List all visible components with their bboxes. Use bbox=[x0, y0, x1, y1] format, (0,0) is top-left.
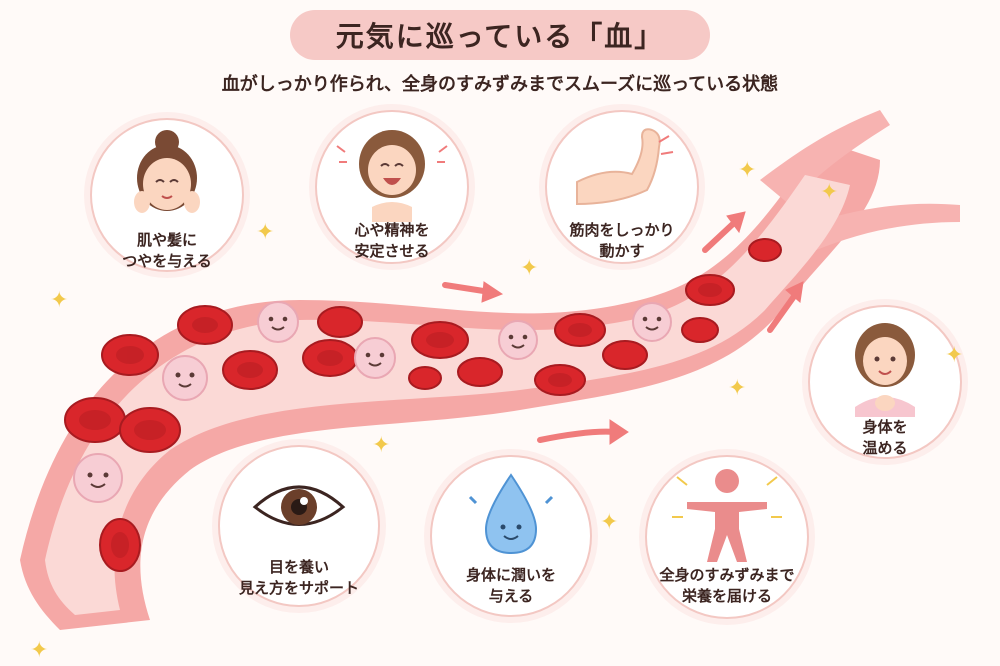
card-label-line1: 身体に潤いを bbox=[465, 566, 556, 584]
card-label-line2: 見え方をサポート bbox=[238, 579, 359, 597]
page-title: 元気に巡っている「血」 bbox=[290, 10, 710, 60]
vessel-lumen bbox=[45, 175, 850, 615]
flow-arrows bbox=[442, 211, 804, 445]
warm-woman-icon bbox=[855, 323, 915, 417]
vessel-branch-right bbox=[790, 203, 960, 255]
sparkle-icon: ✦ bbox=[728, 376, 747, 401]
sparkle-icon: ✦ bbox=[256, 220, 275, 245]
card-label-line2: 温める bbox=[862, 439, 908, 457]
card-skin-hair: 肌や髪に つやを与える bbox=[90, 118, 244, 272]
card-label-line2: 栄養を届ける bbox=[681, 587, 772, 605]
sparkle-icon: ✦ bbox=[945, 343, 964, 368]
card-mind: 心や精神を 安定させる bbox=[315, 110, 469, 264]
sparkle-icon: ✦ bbox=[738, 158, 757, 183]
water-drop-icon bbox=[468, 473, 554, 555]
smiling-woman-icon bbox=[134, 130, 200, 213]
card-label-line2: 与える bbox=[488, 587, 534, 605]
arrow-right-icon bbox=[442, 282, 493, 295]
red-cell bbox=[457, 357, 503, 387]
white-cell bbox=[632, 302, 672, 342]
red-cell bbox=[408, 366, 442, 390]
red-cell bbox=[748, 238, 782, 262]
sparkle-icon: ✦ bbox=[520, 256, 539, 281]
arrow-up-right-icon bbox=[702, 219, 738, 253]
card-label-line1: 筋肉をしっかり bbox=[569, 221, 675, 239]
red-cell bbox=[681, 317, 719, 343]
arrow-head bbox=[609, 419, 629, 445]
card-label-line1: 身体を bbox=[862, 418, 908, 436]
card-label-line2: 安定させる bbox=[354, 242, 430, 260]
arrow-up-right-icon bbox=[767, 292, 798, 333]
vessel-branch-top bbox=[760, 110, 890, 205]
card-warm-body: 身体を 温める bbox=[808, 305, 962, 459]
red-cell bbox=[317, 306, 363, 338]
flexed-arm-icon bbox=[576, 128, 674, 206]
arrow-head bbox=[481, 281, 504, 303]
card-label-line1: 目を養い bbox=[268, 558, 329, 576]
arrow-right-icon bbox=[537, 428, 618, 443]
red-cell bbox=[602, 340, 648, 370]
card-label-line2: 動かす bbox=[599, 242, 645, 260]
arrow-head bbox=[785, 281, 804, 303]
white-blood-cells bbox=[73, 301, 672, 503]
page-subtitle: 血がしっかり作られ、全身のすみずみまでスムーズに巡っている状態 bbox=[221, 74, 779, 95]
white-cell bbox=[354, 337, 396, 379]
card-label-line2: つやを与える bbox=[122, 252, 212, 270]
sparkle-icon: ✦ bbox=[50, 288, 69, 313]
card-muscles: 筋肉をしっかり 動かす bbox=[545, 110, 699, 264]
sparkle-icon: ✦ bbox=[820, 180, 839, 205]
white-cell bbox=[73, 453, 123, 503]
card-nutrients: 全身のすみずみまで 栄養を届ける bbox=[645, 455, 809, 619]
laughing-woman-icon bbox=[336, 130, 448, 222]
card-label-line1: 心や精神を bbox=[354, 221, 430, 239]
white-cell bbox=[162, 355, 208, 401]
card-label-line1: 肌や髪に bbox=[136, 231, 197, 249]
red-blood-cells bbox=[64, 238, 782, 572]
white-cell bbox=[257, 301, 299, 343]
sparkle-icon: ✦ bbox=[372, 433, 391, 458]
sparkle-icon: ✦ bbox=[600, 510, 619, 535]
card-label-line1: 全身のすみずみまで bbox=[659, 566, 795, 584]
sparkle-icon: ✦ bbox=[30, 638, 49, 663]
arrow-head bbox=[726, 211, 746, 234]
card-moisture: 身体に潤いを 与える bbox=[430, 455, 592, 617]
eye-icon bbox=[252, 485, 346, 526]
body-figure-icon bbox=[672, 469, 782, 562]
white-cell bbox=[498, 320, 538, 360]
card-eyes: 目を養い 見え方をサポート bbox=[218, 445, 380, 607]
